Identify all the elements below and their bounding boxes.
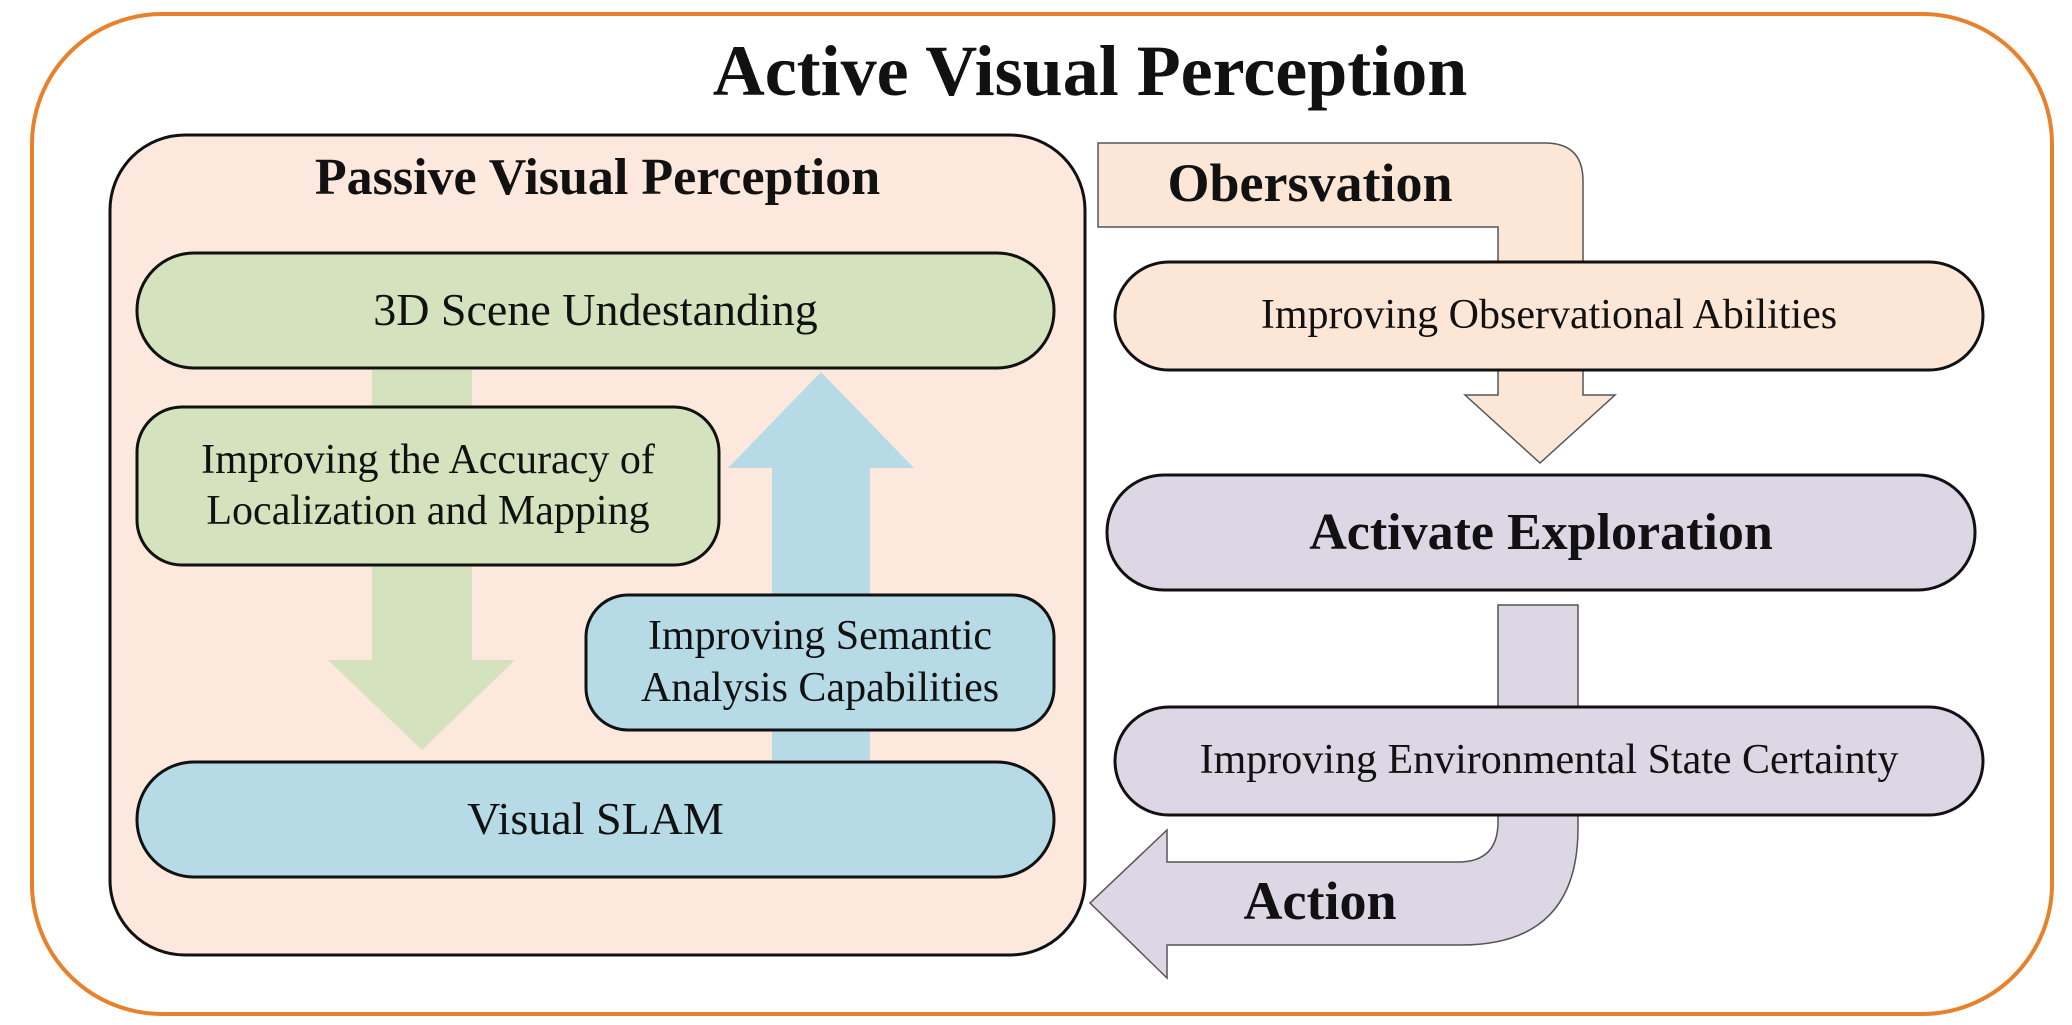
semantic-box bbox=[584, 593, 1056, 732]
observational-abilities-label: Improving Observational Abilities bbox=[1260, 292, 1838, 339]
visual-slam-pill bbox=[135, 760, 1056, 879]
environmental-certainty-label: Improving Environmental State Certainty bbox=[1199, 737, 1899, 784]
observational-abilities-pill bbox=[1113, 260, 1985, 372]
visual-slam-label: Visual SLAM bbox=[467, 793, 724, 845]
localization-box bbox=[135, 405, 721, 567]
activate-exploration-pill bbox=[1105, 473, 1977, 592]
action-label: Action bbox=[1243, 871, 1397, 932]
action-arrow bbox=[1088, 604, 1579, 980]
observation-label: Obersvation bbox=[1167, 153, 1453, 214]
observation-arrow bbox=[1097, 142, 1617, 465]
diagram-title: Active Visual Perception bbox=[712, 31, 1468, 112]
environmental-certainty-pill bbox=[1113, 705, 1985, 817]
scene-understanding-pill bbox=[135, 251, 1056, 370]
localization-label: Improving the Accuracy of Localization a… bbox=[201, 436, 655, 534]
semantic-label: Improving Semantic Analysis Capabilities bbox=[640, 613, 1000, 711]
passive-title: Passive Visual Perception bbox=[314, 149, 881, 207]
scene-understanding-label: 3D Scene Undestanding bbox=[373, 284, 818, 336]
activate-exploration-label: Activate Exploration bbox=[1309, 503, 1773, 561]
